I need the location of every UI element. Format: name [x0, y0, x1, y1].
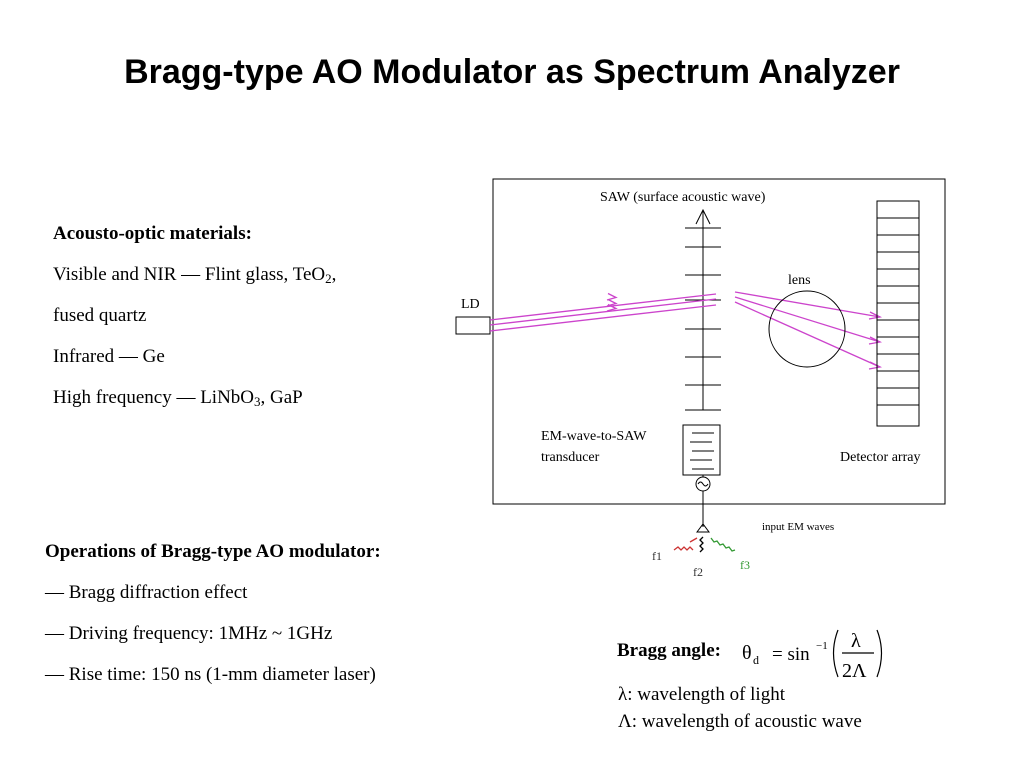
transducer-box [682, 424, 721, 476]
operations-heading: Operations of Bragg-type AO modulator: [45, 541, 381, 562]
materials-section: Acousto-optic materials: Visible and NIR… [53, 222, 336, 427]
wave-f1-icon [673, 546, 694, 551]
fraction-denominator: 2Λ [842, 660, 867, 682]
page-title: Bragg-type AO Modulator as Spectrum Anal… [124, 53, 900, 91]
ld-label: LD [461, 297, 480, 312]
materials-heading: Acousto-optic materials: [53, 223, 252, 244]
operation-item: — Bragg diffraction effect [45, 582, 248, 603]
input-antenna-icon [696, 523, 710, 533]
diffracted-beams [734, 291, 883, 370]
bragg-formula: θ d = sin −1 λ 2Λ [742, 629, 883, 682]
materials-fused: fused quartz [53, 305, 147, 326]
saw-label: SAW (surface acoustic wave) [600, 190, 766, 205]
wave-f3-icon [710, 537, 736, 552]
f1-label: f1 [652, 549, 662, 563]
transducer-label-2: transducer [541, 450, 600, 465]
materials-infrared: Infrared — Ge [53, 346, 165, 367]
operations-section: Operations of Bragg-type AO modulator: —… [45, 540, 381, 704]
theta-symbol: θ [742, 642, 752, 664]
ld-box [455, 316, 491, 335]
saw-arrow-icon [695, 208, 711, 225]
theta-subscript: d [753, 653, 759, 667]
transducer-fingers [690, 432, 714, 470]
lens-label: lens [788, 273, 811, 288]
lambda-definition: λ: wavelength of light [618, 684, 785, 705]
detector-array [876, 200, 920, 427]
substrate-box [492, 178, 946, 505]
sin-operator: = sin [772, 644, 810, 665]
materials-highfreq: High frequency — LiNbO3, GaP [53, 387, 303, 409]
sin-exponent: −1 [816, 640, 828, 652]
lens-icon [768, 290, 846, 368]
bragg-definitions: λ: wavelength of light Λ: wavelength of … [618, 681, 862, 735]
f2-label: f2 [693, 565, 703, 579]
ao-modulator-diagram: SAW (surface acoustic wave) LD EM-wave-t… [455, 178, 946, 579]
Lambda-definition: Λ: wavelength of acoustic wave [618, 711, 862, 732]
input-em-label: input EM waves [762, 521, 834, 533]
wave-f2-icon [699, 536, 704, 553]
bragg-label: Bragg angle: [617, 640, 721, 661]
operation-item: — Driving frequency: 1MHz ~ 1GHz [45, 623, 333, 644]
incident-beams [489, 292, 717, 332]
transducer-label-1: EM-wave-to-SAW [541, 429, 647, 444]
operation-item: — Rise time: 150 ns (1-mm diameter laser… [45, 664, 376, 685]
materials-visible: Visible and NIR — Flint glass, TeO2, [53, 264, 337, 286]
f3-label: f3 [740, 558, 750, 572]
detector-label: Detector array [840, 450, 920, 465]
fraction-numerator: λ [851, 630, 861, 652]
